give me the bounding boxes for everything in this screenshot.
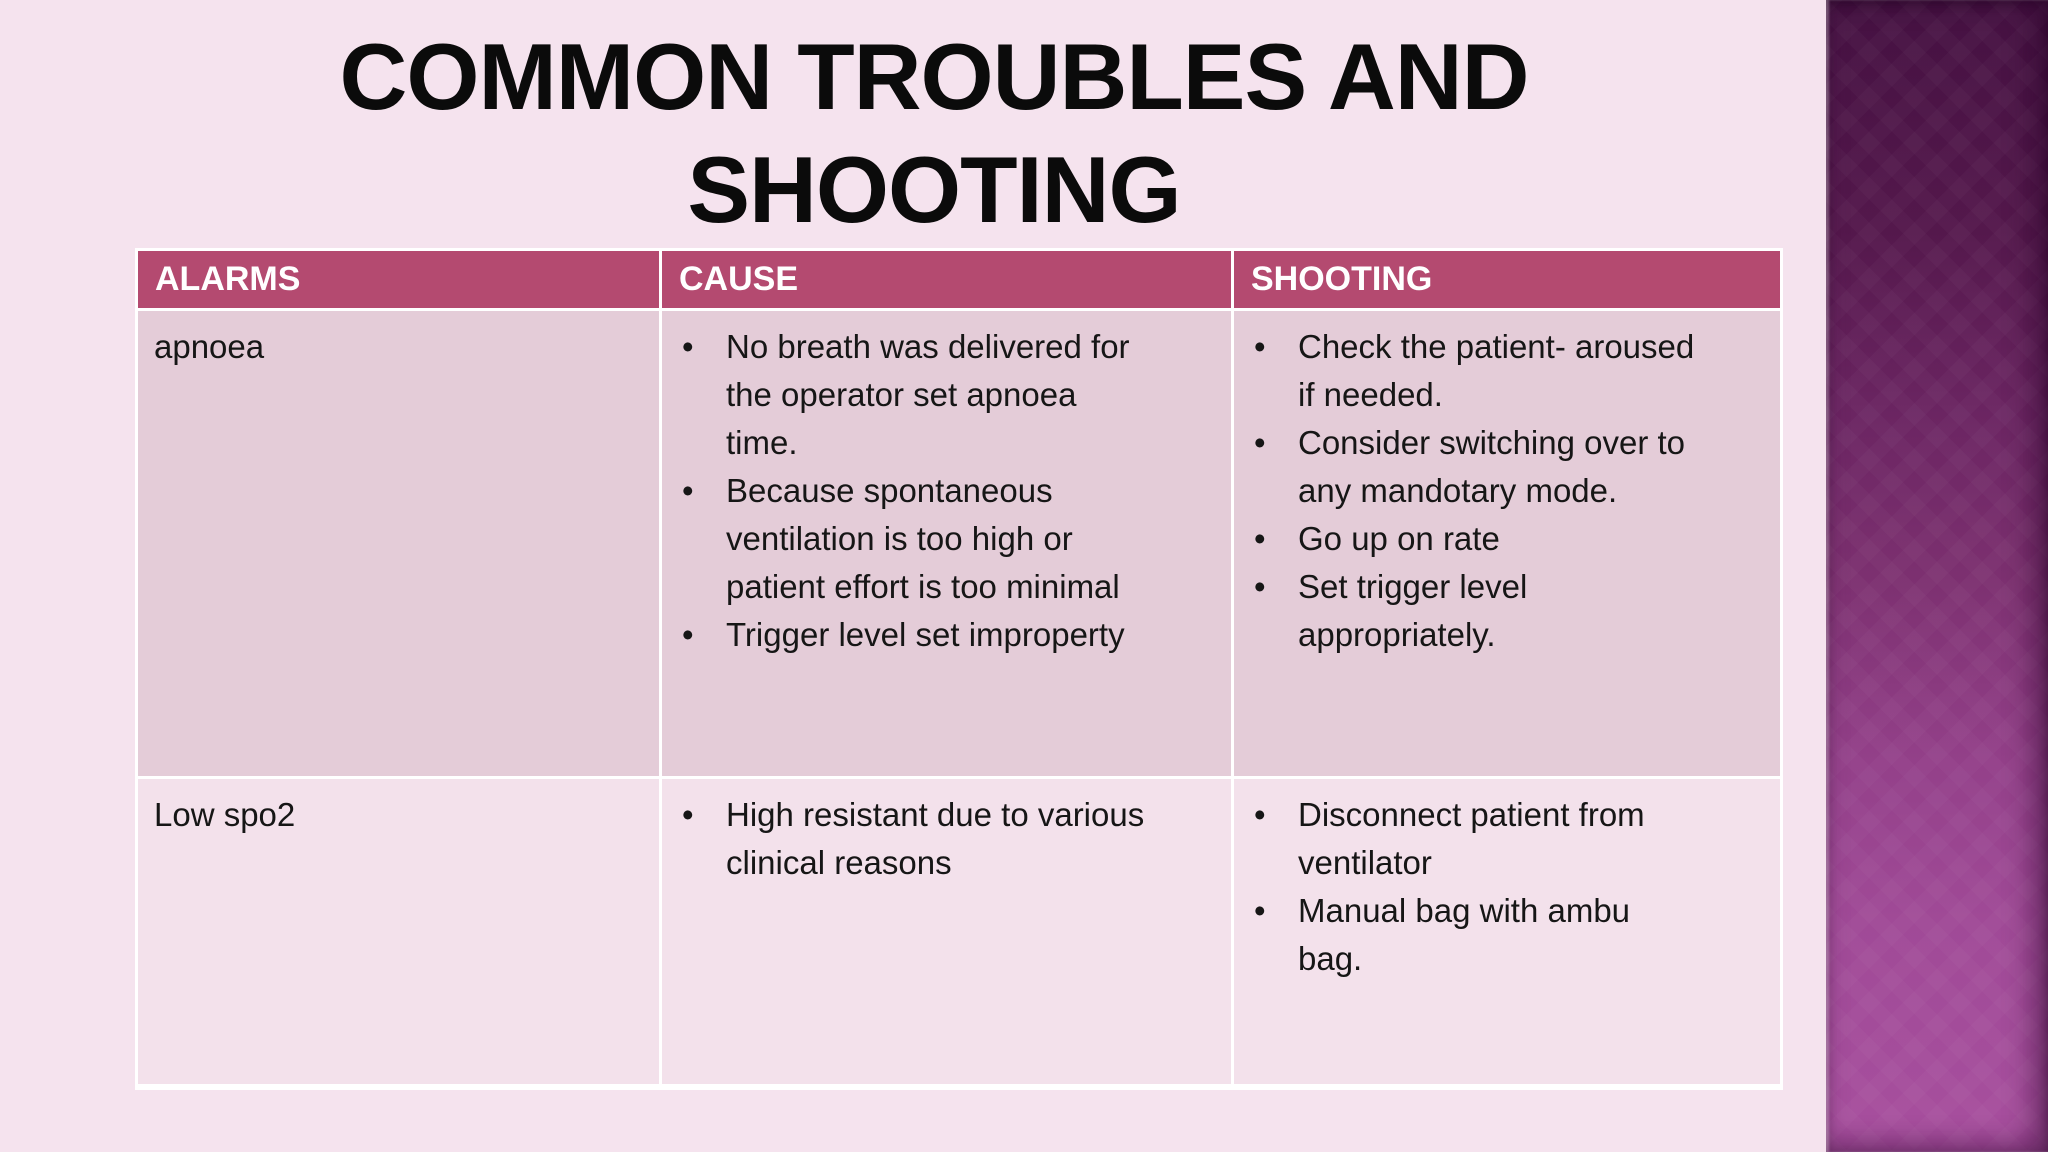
bullet-item: Check the patient- aroused if needed. <box>1250 323 1768 419</box>
bullet-item: Manual bag with ambu bag. <box>1250 887 1768 983</box>
alarm-cell-low-spo2: Low spo2 <box>138 779 659 1084</box>
column-header-alarms: ALARMS <box>138 251 659 308</box>
slide-title: COMMON TROUBLES AND SHOOTING <box>339 24 1529 242</box>
cause-cell-low-spo2: High resistant due to various clinical r… <box>662 779 1231 1084</box>
cause-cell-apnoea: No breath was delivered for the operator… <box>662 311 1231 776</box>
cause-list-low-spo2: High resistant due to various clinical r… <box>678 791 1219 887</box>
bullet-item: Disconnect patient from ventilator <box>1250 791 1768 887</box>
alarm-cell-apnoea: apnoea <box>138 311 659 776</box>
column-header-cause: CAUSE <box>662 251 1231 308</box>
shooting-list-low-spo2: Disconnect patient from ventilator Manua… <box>1250 791 1768 983</box>
bullet-item: High resistant due to various clinical r… <box>678 791 1219 887</box>
shooting-cell-apnoea: Check the patient- aroused if needed. Co… <box>1234 311 1780 776</box>
decorative-gradient-sidebar <box>1826 0 2048 1152</box>
column-header-shooting: SHOOTING <box>1234 251 1780 308</box>
shooting-list-apnoea: Check the patient- aroused if needed. Co… <box>1250 323 1768 659</box>
bullet-item: No breath was delivered for the operator… <box>678 323 1219 467</box>
shooting-cell-low-spo2: Disconnect patient from ventilator Manua… <box>1234 779 1780 1084</box>
troubleshooting-table: ALARMS CAUSE SHOOTING apnoea No breath w… <box>135 248 1783 1090</box>
cause-list-apnoea: No breath was delivered for the operator… <box>678 323 1219 659</box>
bullet-item: Because spontaneous ventilation is too h… <box>678 467 1219 611</box>
bullet-item: Consider switching over to any mandotary… <box>1250 419 1768 515</box>
bullet-item: Set trigger level appropriately. <box>1250 563 1768 659</box>
bullet-item: Go up on rate <box>1250 515 1768 563</box>
bullet-item: Trigger level set improperty <box>678 611 1219 659</box>
